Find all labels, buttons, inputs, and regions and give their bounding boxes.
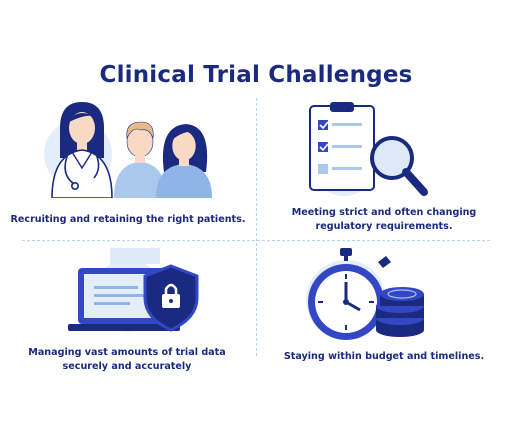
caption-recruiting: Recruiting and retaining the right patie… [10, 214, 246, 225]
horizontal-divider [22, 240, 490, 241]
page-title: Clinical Trial Challenges [99, 62, 413, 88]
caption-budget: Staying within budget and timelines. [283, 351, 485, 362]
patients-icon [44, 102, 212, 198]
caption-data: Managing vast amounts of trial data secu… [28, 347, 226, 372]
vertical-divider [256, 98, 257, 356]
stopwatch-budget-icon [306, 248, 424, 340]
regulatory-checklist-icon [309, 102, 428, 196]
caption-regulatory: Meeting strict and often changing regula… [291, 207, 477, 232]
secure-data-icon [68, 248, 199, 332]
